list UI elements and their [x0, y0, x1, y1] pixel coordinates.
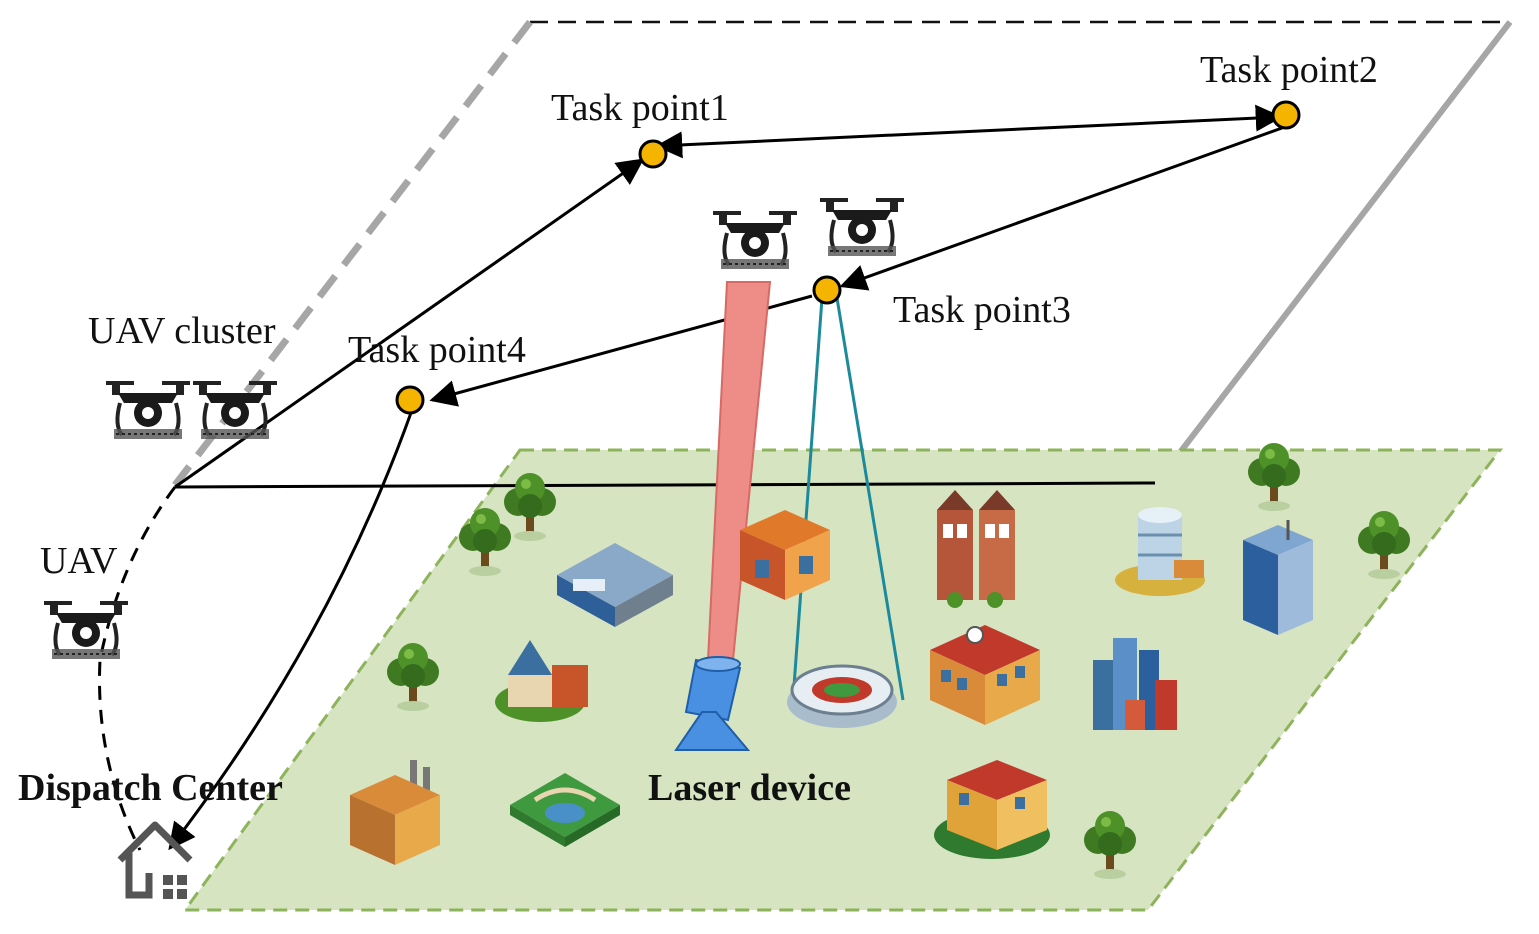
uav-label: UAV — [40, 540, 118, 582]
building-icon — [495, 640, 588, 722]
drone-icon — [104, 381, 192, 441]
home-icon — [117, 821, 193, 899]
drone-icon — [42, 601, 130, 661]
building-icon — [557, 543, 673, 627]
building-icon — [937, 490, 1015, 608]
task-points — [395, 100, 1301, 415]
building-icon — [1093, 638, 1177, 730]
teal-beam — [791, 297, 905, 701]
laser-device-icon — [674, 656, 751, 751]
building-icon — [930, 625, 1040, 725]
drone-icon — [818, 198, 906, 258]
building-icon — [934, 760, 1050, 859]
task-point-4-marker — [395, 385, 425, 415]
dispatch-center-label: Dispatch Center — [18, 767, 283, 809]
building-icon — [740, 510, 830, 600]
building-icon — [350, 760, 440, 865]
drone-icon — [711, 211, 799, 271]
task-point-2-label: Task point2 — [1200, 49, 1378, 91]
building-icon — [1243, 520, 1313, 635]
uav-dashed-path — [98, 486, 177, 851]
stadium-icon — [787, 664, 897, 728]
return-line — [174, 481, 1156, 489]
laser-device-label: Laser device — [648, 767, 851, 809]
task-point-1-marker — [638, 139, 668, 169]
task-point-1-label: Task point1 — [551, 87, 729, 129]
uav-cluster-label: UAV cluster — [88, 310, 276, 352]
drone-icon — [191, 381, 279, 441]
task-point-3-label: Task point3 — [893, 289, 1071, 331]
task-point-3-marker — [812, 275, 842, 305]
building-icon — [510, 773, 620, 847]
task-point-4-label: Task point4 — [348, 329, 526, 371]
building-icon — [1115, 507, 1205, 596]
task-point-2-marker — [1271, 100, 1301, 130]
